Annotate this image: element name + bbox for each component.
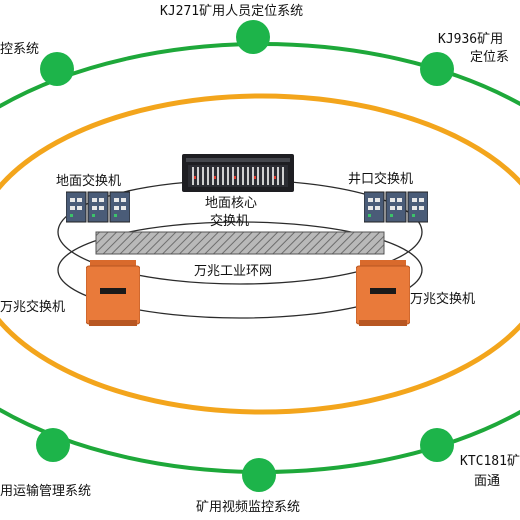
ktc181-label-line2: 面通 xyxy=(474,474,501,489)
ground-switch-icon[interactable] xyxy=(65,190,131,224)
inner-orange-ring xyxy=(0,93,520,415)
right-field-switch-label: 万兆交换机 xyxy=(410,292,476,307)
left-field-switch-label: 万兆交换机 xyxy=(0,300,66,315)
ground-switch-label: 地面交换机 xyxy=(56,174,122,189)
ktc181-label-line1: KTC181矿 xyxy=(460,454,520,469)
din-rail-switch-icon xyxy=(65,191,131,223)
green-node-icon[interactable] xyxy=(420,52,454,86)
ring-network-bar xyxy=(95,231,385,255)
core-switch-rack-icon[interactable] xyxy=(182,154,294,192)
right-field-switch-icon[interactable] xyxy=(355,258,411,328)
transport-system-label: 用运输管理系统 xyxy=(0,484,92,499)
shaft-switch-icon[interactable] xyxy=(363,190,429,224)
explosion-proof-switch-icon xyxy=(355,260,411,326)
shaft-switch-label: 井口交换机 xyxy=(348,172,414,187)
core-switch-label-line2: 交换机 xyxy=(210,214,250,229)
kj271-label: KJ271矿用人员定位系统 xyxy=(160,4,304,19)
green-node-icon[interactable] xyxy=(40,52,74,86)
explosion-proof-switch-icon xyxy=(85,260,141,326)
kj936-label-line1: KJ936矿用 xyxy=(438,32,504,47)
ring-network-label: 万兆工业环网 xyxy=(194,264,273,279)
kj936-label-line2: 定位系 xyxy=(470,50,510,65)
video-monitor-label: 矿用视频监控系统 xyxy=(196,500,301,515)
outer-green-ring xyxy=(0,42,520,474)
green-node-icon[interactable] xyxy=(420,428,454,462)
green-node-icon[interactable] xyxy=(36,428,70,462)
din-rail-switch-icon xyxy=(363,191,429,223)
left-field-switch-icon[interactable] xyxy=(85,258,141,328)
green-node-icon[interactable] xyxy=(242,458,276,492)
lower-link-ring xyxy=(57,221,423,319)
core-switch-label-line1: 地面核心 xyxy=(205,196,258,211)
monitor-system-label: 控系统 xyxy=(0,42,40,57)
green-node-icon[interactable] xyxy=(236,20,270,54)
rack-switch-icon xyxy=(182,154,294,192)
